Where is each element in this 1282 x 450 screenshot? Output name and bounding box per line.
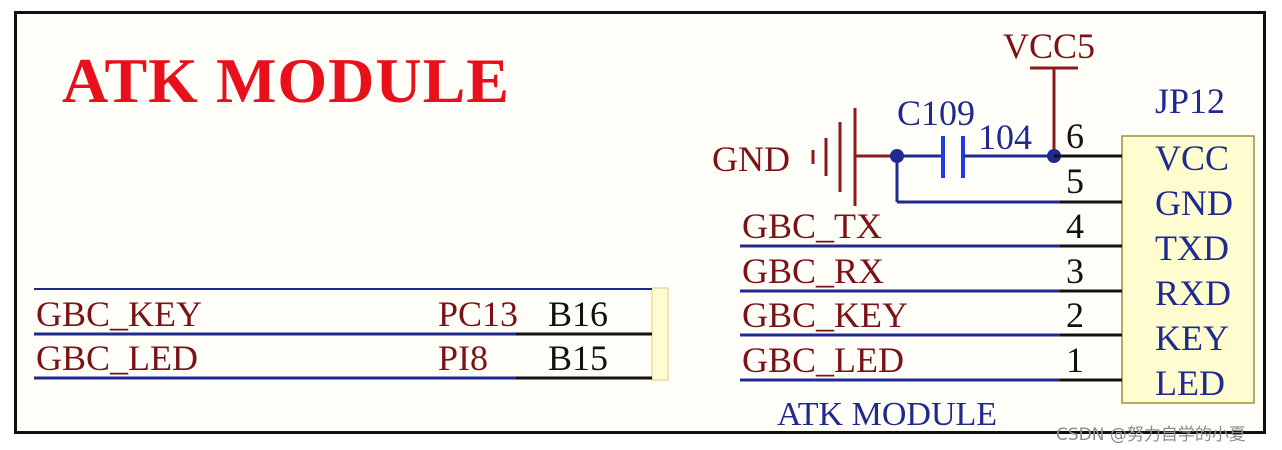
left-net-label-key: GBC_KEY: [36, 294, 202, 334]
net-label-gbc-key: GBC_KEY: [742, 295, 908, 335]
connector-pin-name-3: RXD: [1155, 273, 1231, 313]
connector-pin-number-3: 3: [1066, 251, 1084, 291]
left-pin-label-key: PC13: [438, 294, 518, 334]
left-pin-label-led: PI8: [438, 338, 488, 378]
connector-pin-name-5: GND: [1155, 183, 1233, 223]
connector-pin-name-6: VCC: [1155, 138, 1229, 178]
junction-dot-gnd: [890, 149, 904, 163]
connector-body: [1121, 135, 1255, 404]
schematic-title: ATK MODULE: [62, 45, 510, 116]
connector-pin-number-2: 2: [1066, 295, 1084, 335]
connector-footer-label: ATK MODULE: [777, 396, 997, 433]
schematic-frame: [14, 11, 1266, 434]
connector-pin-name-4: TXD: [1155, 228, 1229, 268]
connector-ref-label: JP12: [1155, 81, 1225, 121]
connector-pin-name-1: LED: [1155, 363, 1225, 403]
left-ball-label-key: B16: [548, 294, 608, 334]
net-label-gbc-led: GBC_LED: [742, 340, 904, 380]
net-label-gbc-rx: GBC_RX: [742, 251, 884, 291]
left-ball-label-led: B15: [548, 338, 608, 378]
vcc-power-label: VCC5: [1003, 26, 1095, 66]
connector-pin-number-1: 1: [1066, 340, 1084, 380]
gnd-power-label: GND: [712, 139, 790, 179]
capacitor-ref-label: C109: [897, 93, 975, 133]
connector-pin-number-4: 4: [1066, 206, 1084, 246]
connector-pin-name-2: KEY: [1155, 318, 1229, 358]
csdn-watermark: CSDN @努力自学的小夏: [1056, 425, 1246, 445]
connector-pin-number-5: 5: [1066, 161, 1084, 201]
connector-pin-number-6: 6: [1066, 116, 1084, 156]
net-label-gbc-tx: GBC_TX: [742, 206, 882, 246]
capacitor-value-label: 104: [978, 117, 1032, 157]
left-connector-body: [651, 287, 669, 381]
left-net-label-led: GBC_LED: [36, 338, 198, 378]
